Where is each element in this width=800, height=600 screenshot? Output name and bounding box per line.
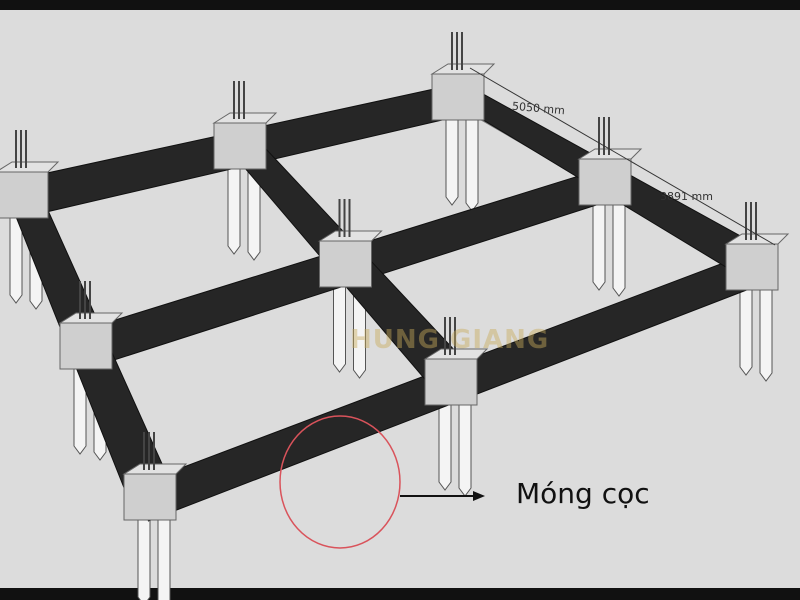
dimension-line	[624, 157, 776, 246]
pile	[137, 511, 151, 600]
pile-cap	[431, 73, 485, 121]
pile-cap	[123, 473, 177, 521]
callout-circle	[279, 415, 401, 549]
pile-cap	[319, 240, 372, 288]
pile-cap-top	[0, 161, 60, 173]
watermark-logo: HUNG GIANG	[350, 325, 550, 355]
top-border	[0, 0, 800, 10]
arrow-head-icon	[473, 491, 485, 501]
pile	[333, 278, 346, 373]
pile-cap	[59, 322, 113, 370]
pile	[157, 517, 171, 600]
dimension-line	[469, 67, 626, 159]
pile-cap	[213, 122, 267, 170]
pile	[739, 281, 753, 376]
pile-cap	[424, 358, 478, 406]
pile-cap	[0, 171, 49, 219]
pile	[612, 202, 626, 297]
pile	[438, 396, 452, 491]
pile-cap	[725, 243, 779, 291]
pile	[458, 402, 472, 497]
pile	[445, 111, 459, 206]
pile-cap	[578, 158, 632, 206]
pile	[227, 160, 241, 255]
dimension-width: 3891 mm	[660, 190, 713, 203]
pile-foundation-label: Móng cọc	[516, 477, 650, 510]
pile	[759, 287, 773, 382]
pile	[465, 117, 479, 212]
pile	[592, 196, 606, 291]
bottom-border	[0, 588, 800, 600]
